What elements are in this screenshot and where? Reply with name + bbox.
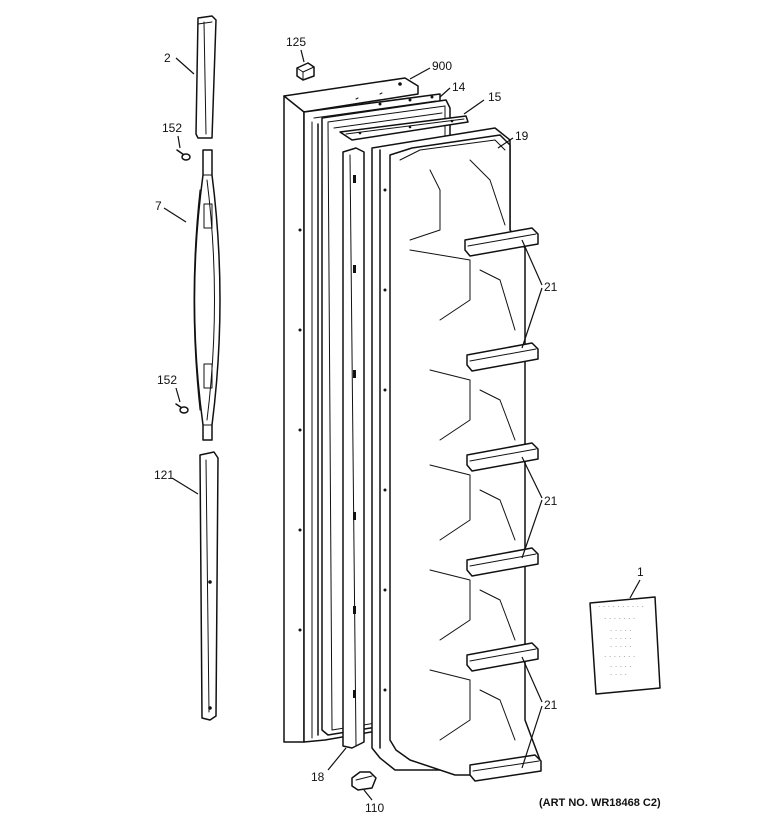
svg-text:- - - - -: - - - - -	[610, 636, 632, 641]
svg-text:- - - - - - -: - - - - - - -	[604, 616, 635, 621]
label-part-152-upper: 152	[162, 121, 182, 135]
part-21-shelf-bar	[469, 754, 542, 782]
part-21-shelf-bar	[466, 442, 539, 472]
label-part-21-middle: 21	[544, 494, 558, 508]
label-part-14: 14	[452, 80, 466, 94]
part-21-shelf-bar	[466, 547, 539, 577]
part-2-handle-cap	[195, 15, 217, 139]
label-part-7: 7	[155, 199, 162, 213]
door-shelf-body	[389, 134, 541, 776]
part-21-shelf-bar	[466, 342, 539, 372]
label-part-110: 110	[365, 801, 384, 815]
label-part-21-top: 21	[544, 280, 558, 294]
label-part-19: 19	[515, 129, 529, 143]
label-part-2: 2	[164, 51, 171, 65]
part-21-shelf-bar	[464, 227, 539, 257]
part-152-upper-screw	[176, 149, 191, 161]
label-part-1: 1	[637, 565, 644, 579]
part-121-trim-strip	[199, 451, 219, 721]
label-part-900: 900	[432, 59, 452, 73]
part-7-handle	[193, 149, 221, 441]
label-part-125: 125	[286, 35, 306, 49]
part-21-shelf-bar	[466, 642, 539, 672]
part-15-bracket	[339, 115, 469, 141]
art-number: (ART NO. WR18468 C2)	[539, 797, 661, 809]
label-part-18: 18	[311, 770, 325, 784]
part-110-cam	[351, 771, 377, 791]
label-part-21-bottom: 21	[544, 698, 558, 712]
leader-lines	[163, 49, 641, 801]
label-part-121: 121	[154, 468, 174, 482]
part-900-door-panel	[283, 77, 419, 743]
svg-text:- - - - -: - - - - -	[610, 664, 632, 669]
label-part-15: 15	[488, 90, 502, 104]
part-18-vertical-strip	[342, 147, 365, 749]
label-part-152-lower: 152	[157, 373, 177, 387]
svg-text:- - - - -: - - - - -	[610, 644, 632, 649]
svg-text:- - - -: - - - -	[610, 672, 627, 677]
svg-text:- - - - -: - - - - -	[610, 628, 632, 633]
part-1-instruction-card: - - - - - - - - - - - - - - - - - - - - …	[589, 596, 661, 695]
part-125-block	[296, 62, 315, 81]
svg-text:- - - - - - -: - - - - - - -	[604, 654, 635, 659]
part-152-lower-screw	[175, 403, 189, 414]
svg-text:- - - - - - - - - -: - - - - - - - - - -	[598, 604, 644, 609]
